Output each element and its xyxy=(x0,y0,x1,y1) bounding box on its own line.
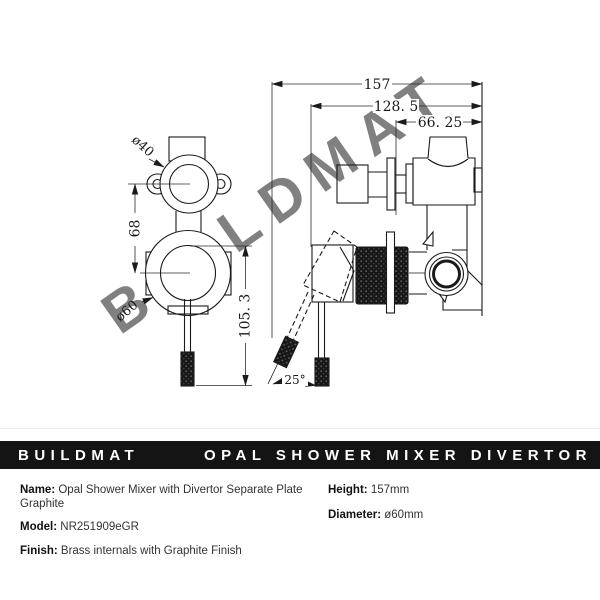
handle-knurled-tip xyxy=(180,351,195,387)
outlet-port-outer xyxy=(424,251,469,297)
outlet-port-ring xyxy=(428,256,465,292)
phantom-handle-tip xyxy=(273,335,299,369)
bottom-flange-tab xyxy=(167,305,209,315)
spec-name: Name: Opal Shower Mixer with Divertor Se… xyxy=(20,484,320,511)
outlet-port-bore xyxy=(432,259,461,289)
spec-diameter-value: ø60mm xyxy=(384,508,424,521)
dim-66-25-text: 66. 25 xyxy=(418,115,463,131)
top-pipe xyxy=(427,136,469,159)
spec-column-left: Name: Opal Shower Mixer with Divertor Se… xyxy=(20,484,320,568)
handle-rotated-phantom xyxy=(286,230,358,342)
label-diameter-40: ø40 xyxy=(128,133,156,160)
spec-height-value: 157mm xyxy=(370,484,410,496)
spec-column-right: Height: 157mm Diameter: ø60mm xyxy=(328,484,578,533)
spec-model-label: Model: xyxy=(20,521,58,534)
technical-drawing: BUILDMAT xyxy=(90,58,483,387)
spec-finish-value: Brass internals with Graphite Finish xyxy=(60,544,242,557)
upper-wall-plate xyxy=(386,157,396,211)
spec-diameter-label: Diameter: xyxy=(328,508,382,521)
mixer-handle-body xyxy=(311,244,354,303)
spec-name-label: Name: xyxy=(20,484,56,496)
divertor-knurled-roller xyxy=(355,246,409,305)
dim-25deg-text: 25° xyxy=(284,373,305,387)
spec-finish: Finish: Brass internals with Graphite Fi… xyxy=(20,545,320,559)
dim-157-text: 157 xyxy=(364,77,391,93)
dim-128-5-text: 128. 5 xyxy=(374,99,419,115)
spec-model: Model: NR251909eGR xyxy=(20,521,320,535)
spec-finish-label: Finish: xyxy=(20,544,58,557)
body-wall-tab xyxy=(473,167,483,193)
upper-collar xyxy=(405,163,414,204)
spec-height-label: Height: xyxy=(328,484,368,496)
upper-handle-knob xyxy=(336,164,369,204)
mixer-handle-tip xyxy=(314,357,330,387)
dim-68-text: 68 xyxy=(128,220,144,238)
spec-diameter: Diameter: ø60mm xyxy=(328,509,578,523)
spec-name-value: Opal Shower Mixer with Divertor Separate… xyxy=(20,484,303,510)
dim-105-3-text: 105. 3 xyxy=(238,294,254,339)
spec-model-value: NR251909eGR xyxy=(60,521,139,534)
valve-body xyxy=(412,157,476,206)
lower-wall-plate xyxy=(385,231,396,314)
spec-height: Height: 157mm xyxy=(328,484,578,498)
product-title: OPAL SHOWER MIXER DIVERTOR xyxy=(203,446,592,464)
title-banner: BUILDMAT OPAL SHOWER MIXER DIVERTOR xyxy=(0,441,600,469)
front-view xyxy=(144,136,232,387)
drawing-divider xyxy=(0,428,600,429)
brand-logo-text: BUILDMAT xyxy=(18,446,140,464)
technical-drawing-svg: BUILDMAT xyxy=(90,58,483,387)
